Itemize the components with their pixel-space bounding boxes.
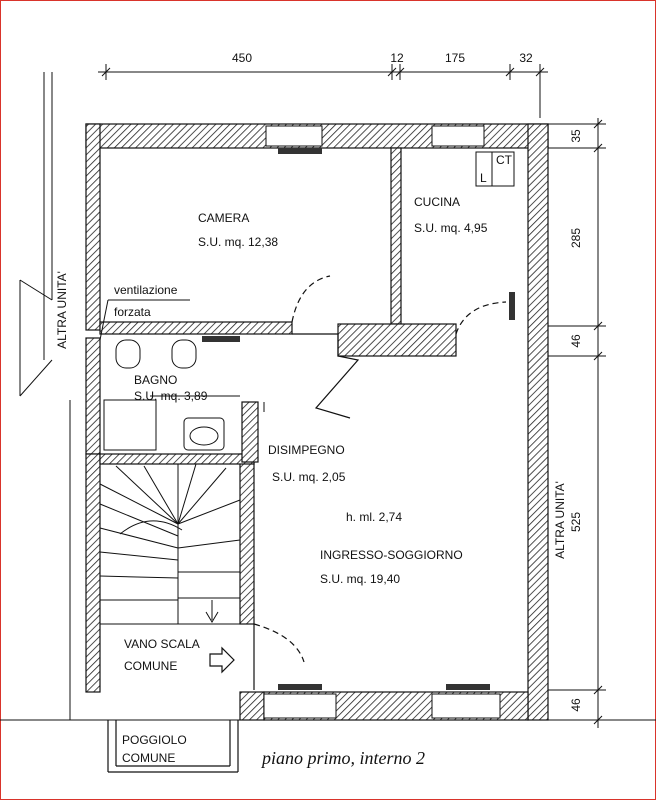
ventilation-arrow (99, 299, 190, 341)
dim-right-46a: 46 (569, 334, 583, 348)
disimpegno-area: S.U. mq. 2,05 (272, 470, 346, 484)
dim-right-35: 35 (569, 129, 583, 143)
doors (253, 275, 507, 663)
cucina-name: CUCINA (414, 195, 460, 209)
vano-scala-line2: COMUNE (124, 659, 177, 673)
stair-arrow (209, 646, 235, 674)
poggiolo-line1: POGGIOLO (122, 733, 187, 747)
top-dimension-line (98, 64, 548, 118)
windows (263, 125, 501, 719)
dim-top-450: 450 (232, 51, 252, 65)
disimpegno-name: DISIMPEGNO (268, 443, 345, 457)
vano-scala-line1: VANO SCALA (124, 637, 200, 651)
bathroom-pipes (150, 395, 265, 412)
soggiorno-height: h. ml. 2,74 (346, 510, 402, 524)
door-leaves (253, 333, 360, 690)
altra-unita-left-label: ALTRA UNITA' (55, 271, 69, 349)
radiators (202, 148, 515, 690)
bagno-name: BAGNO (134, 373, 177, 387)
walls (85, 123, 549, 721)
camera-area: S.U. mq. 12,38 (198, 235, 278, 249)
dim-top-175: 175 (445, 51, 465, 65)
dim-right-46b: 46 (569, 698, 583, 712)
poggiolo-line2: COMUNE (122, 751, 175, 765)
dim-top-32: 32 (519, 51, 533, 65)
dim-top-12: 12 (390, 51, 404, 65)
right-dimension-line (548, 118, 606, 728)
forzata-label: forzata (114, 305, 151, 319)
cucina-area: S.U. mq. 4,95 (414, 221, 488, 235)
bathroom-fixtures (103, 339, 225, 451)
camera-name: CAMERA (198, 211, 249, 225)
altra-unita-right-label: ALTRA UNITA' (553, 481, 567, 559)
ct-box (475, 151, 515, 187)
staircase (99, 463, 241, 625)
poggiolo-outline (107, 720, 239, 773)
ventilazione-label: ventilazione (114, 283, 178, 297)
floor-caption: piano primo, interno 2 (260, 748, 425, 768)
soggiorno-area: S.U. mq. 19,40 (320, 572, 400, 586)
dim-right-285: 285 (569, 228, 583, 248)
bagno-area: S.U. mq. 3,89 (134, 389, 208, 403)
ct-label: CT (496, 153, 513, 167)
l-label: L (480, 171, 487, 185)
dim-right-525: 525 (569, 512, 583, 532)
soggiorno-name: INGRESSO-SOGGIORNO (320, 548, 463, 562)
